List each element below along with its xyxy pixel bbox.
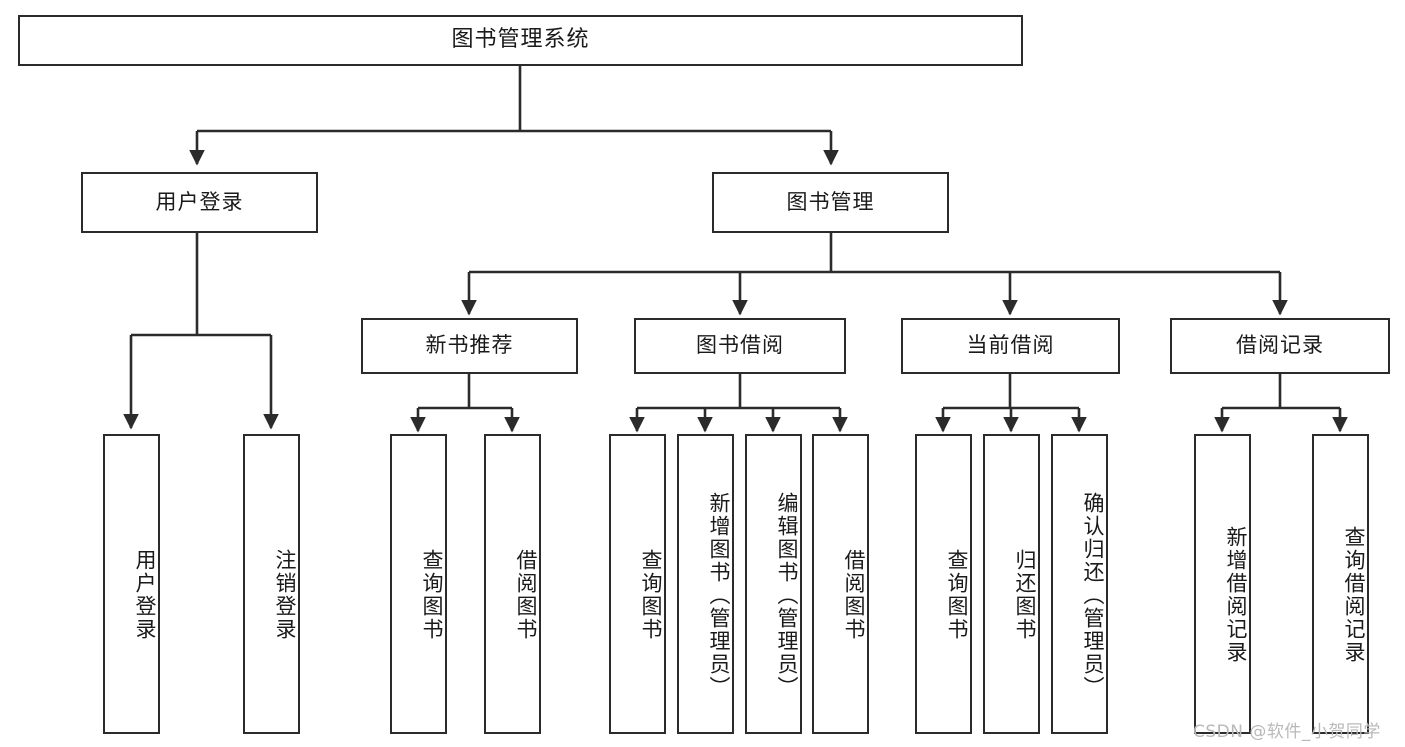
node-leaf-query-record-label: 查询借阅记录 (1342, 526, 1366, 664)
node-borrow-record-label: 借阅记录 (1236, 333, 1324, 358)
node-leaf-user-login[interactable]: 用户登录 (103, 434, 160, 734)
node-current-borrow-label: 当前借阅 (966, 333, 1055, 358)
node-leaf-query-book-1[interactable]: 查询图书 (390, 434, 447, 734)
node-leaf-add-book[interactable]: 新增图书（管理员） (677, 434, 734, 734)
node-leaf-edit-book-label: 编辑图书（管理员） (775, 491, 799, 699)
node-book-manage[interactable]: 图书管理 (712, 172, 949, 233)
node-leaf-add-record[interactable]: 新增借阅记录 (1194, 434, 1251, 734)
node-leaf-borrow-book-1[interactable]: 借阅图书 (484, 434, 541, 734)
node-leaf-query-book-3[interactable]: 查询图书 (915, 434, 972, 734)
node-leaf-borrow-book-2[interactable]: 借阅图书 (812, 434, 869, 734)
node-leaf-query-book-3-label: 查询图书 (945, 549, 969, 641)
node-leaf-confirm-return-label: 确认归还（管理员） (1081, 491, 1105, 699)
node-leaf-logout-label: 注销登录 (273, 549, 297, 641)
node-leaf-query-book-2[interactable]: 查询图书 (609, 434, 666, 734)
node-book-borrow[interactable]: 图书借阅 (634, 318, 846, 374)
node-leaf-logout[interactable]: 注销登录 (243, 434, 300, 734)
node-borrow-record[interactable]: 借阅记录 (1170, 318, 1390, 374)
node-leaf-query-book-1-label: 查询图书 (420, 549, 444, 641)
node-leaf-query-book-2-label: 查询图书 (639, 549, 663, 641)
node-new-book-rec[interactable]: 新书推荐 (361, 318, 578, 374)
node-leaf-query-record[interactable]: 查询借阅记录 (1312, 434, 1369, 734)
node-leaf-user-login-label: 用户登录 (133, 549, 157, 641)
node-book-borrow-label: 图书借阅 (696, 333, 784, 358)
node-book-manage-label: 图书管理 (786, 189, 875, 214)
node-user-login[interactable]: 用户登录 (81, 172, 318, 233)
node-leaf-add-record-label: 新增借阅记录 (1224, 526, 1248, 664)
watermark: CSDN @软件_小贺同学 (1193, 722, 1381, 742)
node-new-book-rec-label: 新书推荐 (425, 333, 514, 358)
node-leaf-return-book[interactable]: 归还图书 (983, 434, 1040, 734)
node-root-label: 图书管理系统 (451, 27, 590, 53)
node-leaf-borrow-book-2-label: 借阅图书 (842, 549, 866, 641)
node-user-login-label: 用户登录 (155, 189, 244, 214)
node-leaf-edit-book[interactable]: 编辑图书（管理员） (745, 434, 802, 734)
node-leaf-borrow-book-1-label: 借阅图书 (514, 549, 538, 641)
node-leaf-return-book-label: 归还图书 (1013, 549, 1037, 641)
node-current-borrow[interactable]: 当前借阅 (901, 318, 1120, 374)
node-leaf-add-book-label: 新增图书（管理员） (707, 491, 731, 699)
node-leaf-confirm-return[interactable]: 确认归还（管理员） (1051, 434, 1108, 734)
node-root[interactable]: 图书管理系统 (18, 15, 1023, 66)
